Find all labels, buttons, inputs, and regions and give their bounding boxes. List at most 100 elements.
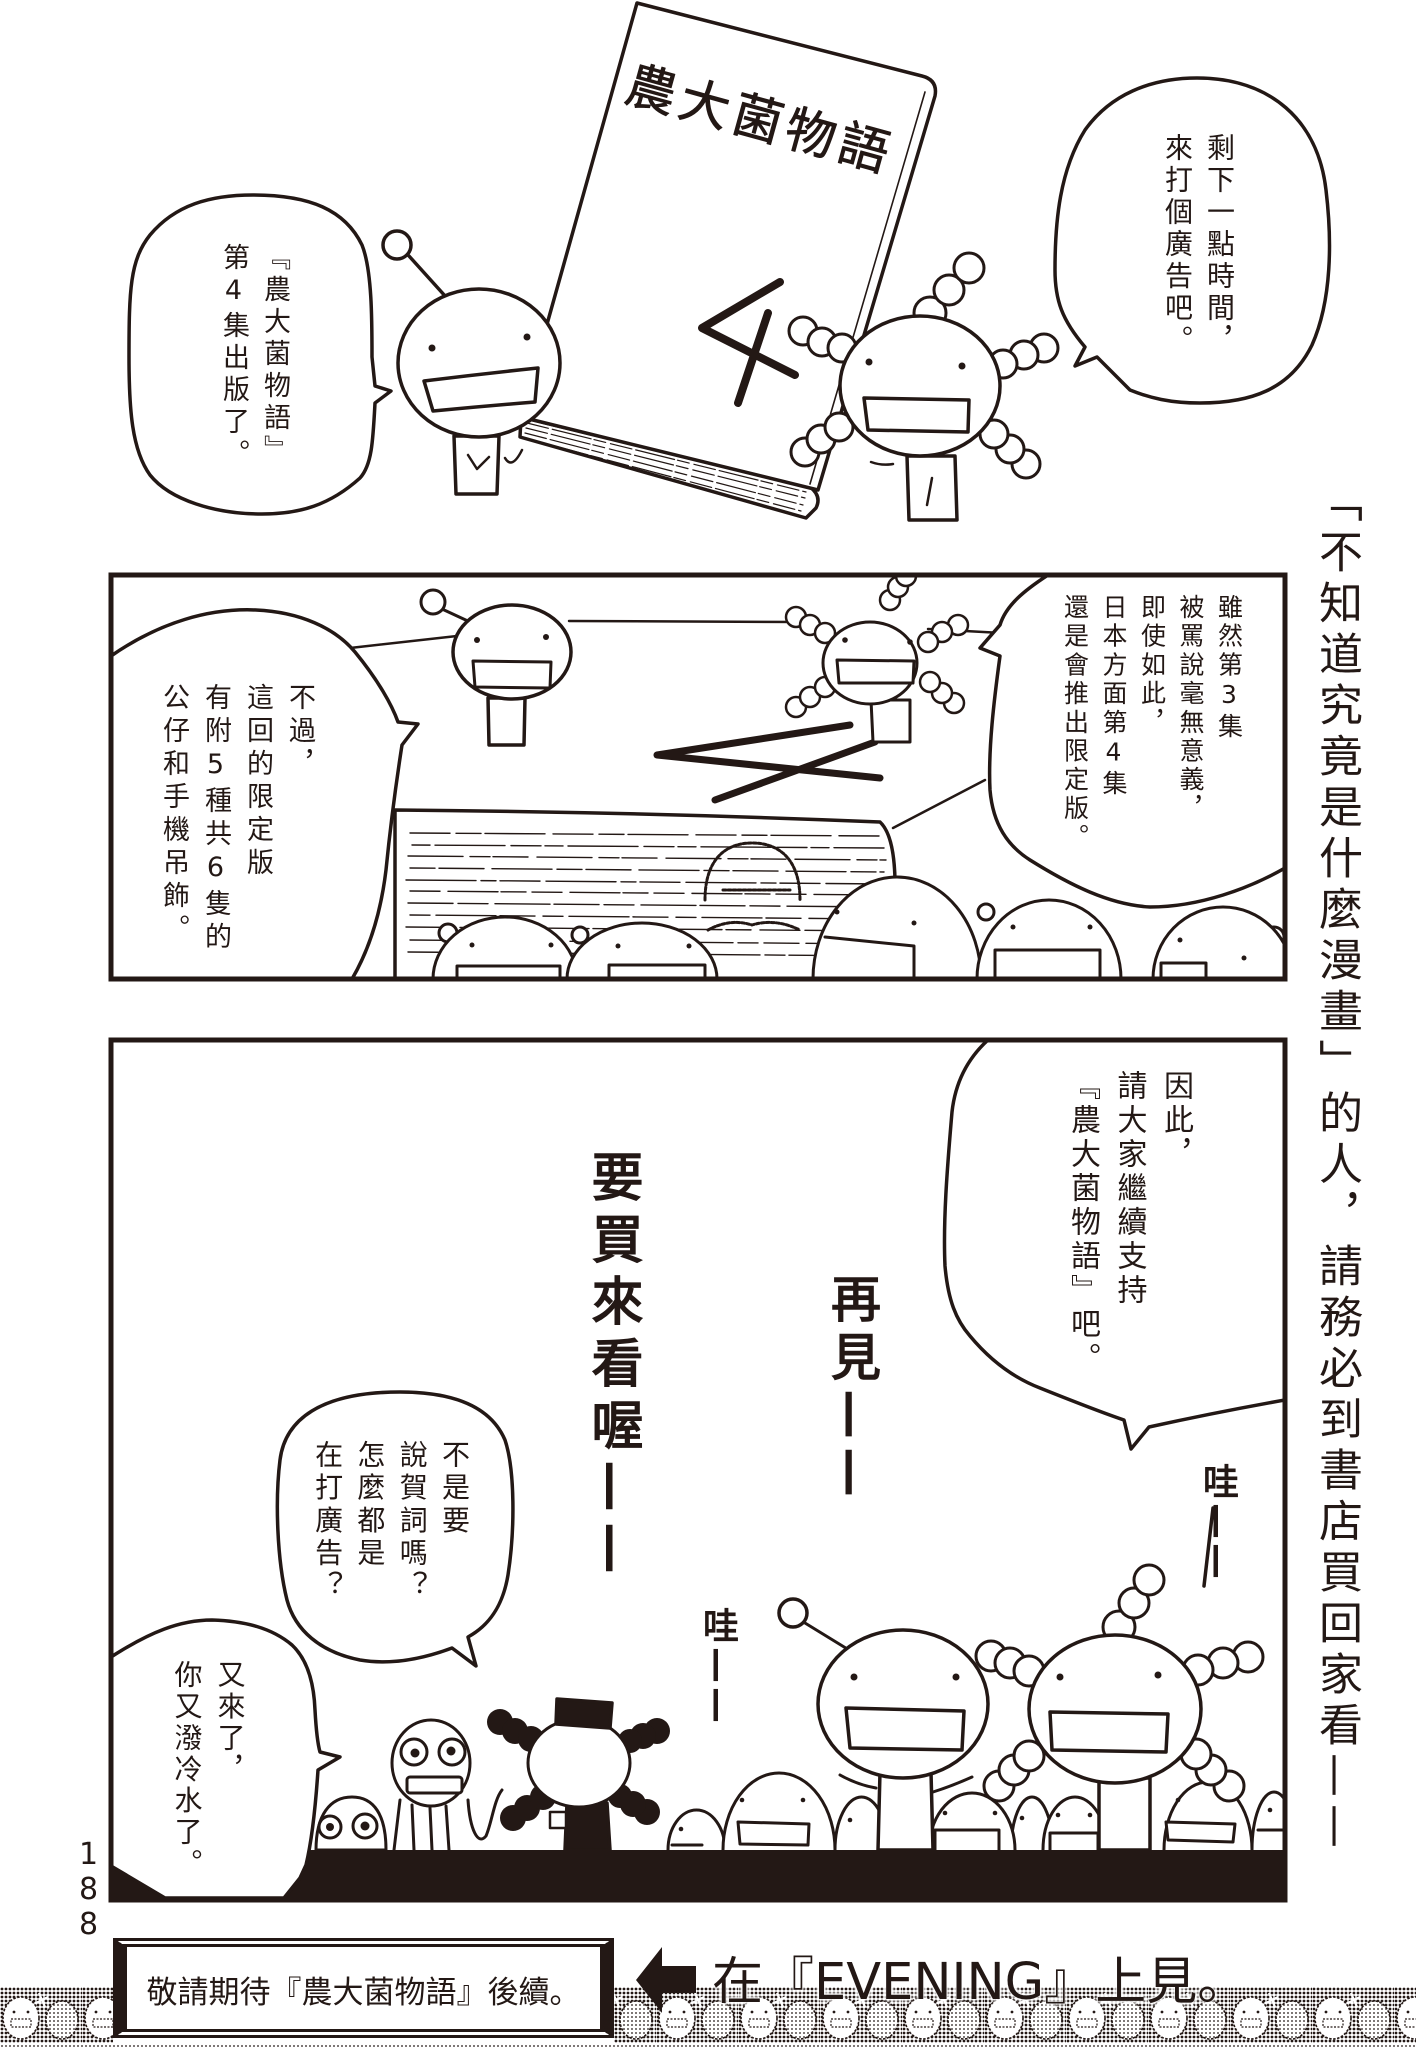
footer-decor: [0, 1947, 1416, 2048]
antenna-ball: [381, 229, 413, 261]
bubble-line: 說賀詞嗎？: [395, 1440, 429, 1603]
eye: [474, 637, 480, 643]
bead-chains: [784, 575, 970, 719]
arms: [466, 448, 524, 471]
character-beaded: [787, 251, 1060, 522]
head: [1027, 1633, 1203, 1785]
panel-2: [111, 575, 1285, 979]
mouth: [835, 658, 916, 685]
panel-3-border: [108, 1037, 1288, 1903]
bubble-line: 雖然第3集: [1214, 594, 1244, 742]
bubble-line: 請大家繼續支持: [1111, 1070, 1147, 1308]
speech-bubble-left-text: 『農大菌物語』 第4集出版了。: [213, 243, 295, 471]
screentone-band-left: [0, 1987, 113, 2043]
mouth: [405, 1775, 464, 1795]
eye: [523, 333, 531, 341]
eye: [543, 634, 549, 640]
speech-bubble-question-outline: [275, 1390, 515, 1668]
eye: [952, 1673, 960, 1681]
panel-3: [111, 1040, 1285, 1900]
ghost-character: [703, 841, 802, 932]
eye: [428, 344, 436, 352]
body: [563, 1801, 612, 1852]
bubble-line: 怎麼都是: [353, 1440, 387, 1571]
arms: [838, 1773, 974, 1794]
head: [838, 314, 1002, 458]
panel3-bubble-top-right-text: 因此， 請大家繼續支持 『農大菌物語』吧。: [1059, 1070, 1199, 1376]
mouth: [862, 396, 971, 434]
antenna: [803, 1621, 851, 1652]
bubble-line: 被罵說毫無意義，: [1176, 594, 1205, 824]
eye: [1154, 1671, 1162, 1679]
side-caption: 「不知道究竟是什麼漫畫」的人，請務必到書店買回家看——: [1310, 478, 1362, 1855]
character-antenna-large: [777, 1597, 990, 1852]
bubble-line: 『農大菌物語』: [259, 243, 290, 467]
shout-bye-text: 再見——: [823, 1273, 881, 1505]
body: [1097, 1776, 1152, 1852]
character-octopus: [390, 1718, 504, 1852]
sfx-wa-right: 哇——: [1197, 1463, 1238, 1583]
antenna-ball: [419, 588, 447, 616]
bubble-line: 『農大菌物語』吧。: [1065, 1070, 1100, 1376]
body: [452, 434, 501, 496]
speech-bubble-retort-outline: [111, 1618, 342, 1900]
hat: [554, 1697, 614, 1730]
shout-bye: 再見——: [822, 1273, 882, 1505]
legs: [392, 1798, 451, 1852]
book-volume-number: [698, 278, 799, 407]
left-arrow-icon: [636, 1947, 696, 2013]
bubble-line: 因此，: [1158, 1070, 1193, 1172]
shout-buy-text: 要買來看喔——: [582, 1150, 642, 1584]
magazine-tagline: 在『EVENING』上見。: [712, 1953, 1249, 2012]
speech-bubble-left-outline: [127, 193, 393, 516]
speech-bubble-top-right-outline: [942, 1040, 1285, 1451]
side-caption-text: 「不知道究竟是什麼漫畫」的人，請務必到書店買回家看——: [1311, 478, 1362, 1855]
page-number-text: 188: [71, 1837, 106, 1942]
speech-bubble-right-outline: [978, 575, 1285, 909]
speech-bubble-right-text: 剩下一點時間， 來打個廣告吧。: [1156, 133, 1240, 357]
bubble-line: 公仔和手機吊飾。: [158, 683, 189, 947]
body: [876, 1770, 935, 1852]
bubble-line: 在打廣告？: [311, 1440, 345, 1603]
character-antenna: [381, 229, 562, 496]
panel2-bubble-right-text: 雖然第3集 被罵說毫無意義， 即使如此， 日本方面第4集 還是會推出限定版。: [1055, 594, 1248, 852]
sfx-dash-right: [1202, 1506, 1215, 1588]
crowd: [431, 875, 1285, 979]
head: [526, 1717, 632, 1809]
eye: [1056, 1673, 1064, 1681]
bubble-line: 來打個廣告吧。: [1161, 133, 1194, 357]
character-beaded-large: [974, 1563, 1265, 1852]
page-number: 188: [71, 1837, 106, 1942]
bubble-line: 第4集出版了。: [218, 243, 249, 471]
bubble-line: 日本方面第4集: [1099, 594, 1128, 799]
eye: [842, 637, 848, 643]
panel3-bubble-retort-text: 又來了， 你又潑冷水了。: [166, 1660, 252, 1880]
bubble-line: 不是要: [438, 1440, 471, 1538]
bubble-line: 即使如此，: [1137, 594, 1167, 738]
head: [816, 1628, 990, 1780]
body: [905, 454, 959, 522]
mouth: [471, 659, 553, 690]
mouth: [844, 1706, 966, 1752]
continued-notice-text: 敬請期待『農大菌物語』後續。: [146, 1975, 581, 2011]
sfx-wa-right-text: 哇——: [1197, 1463, 1238, 1583]
panel3-bubble-question-text: 不是要 說賀詞嗎？ 怎麼都是 在打廣告？: [306, 1440, 475, 1603]
mouth: [422, 366, 540, 413]
antenna: [440, 607, 472, 624]
head: [396, 287, 562, 439]
bubble-line: 又來了，: [213, 1660, 247, 1786]
antenna-ball: [777, 1597, 809, 1629]
crowd: [666, 1771, 1285, 1852]
body: [486, 696, 527, 747]
bubble-line: 這回的限定版: [242, 683, 273, 881]
continued-notice-box: 敬請期待『農大菌物語』後續。: [113, 1938, 614, 2038]
antenna: [407, 254, 448, 299]
bubble-line: 不過，: [284, 683, 315, 782]
eye: [958, 362, 966, 370]
panel-1: 農大菌物語: [127, 1, 1332, 522]
speech-bubble-left-outline: [111, 608, 420, 979]
eye: [907, 639, 913, 645]
sfx-wa-left: 哇——: [697, 1607, 738, 1727]
